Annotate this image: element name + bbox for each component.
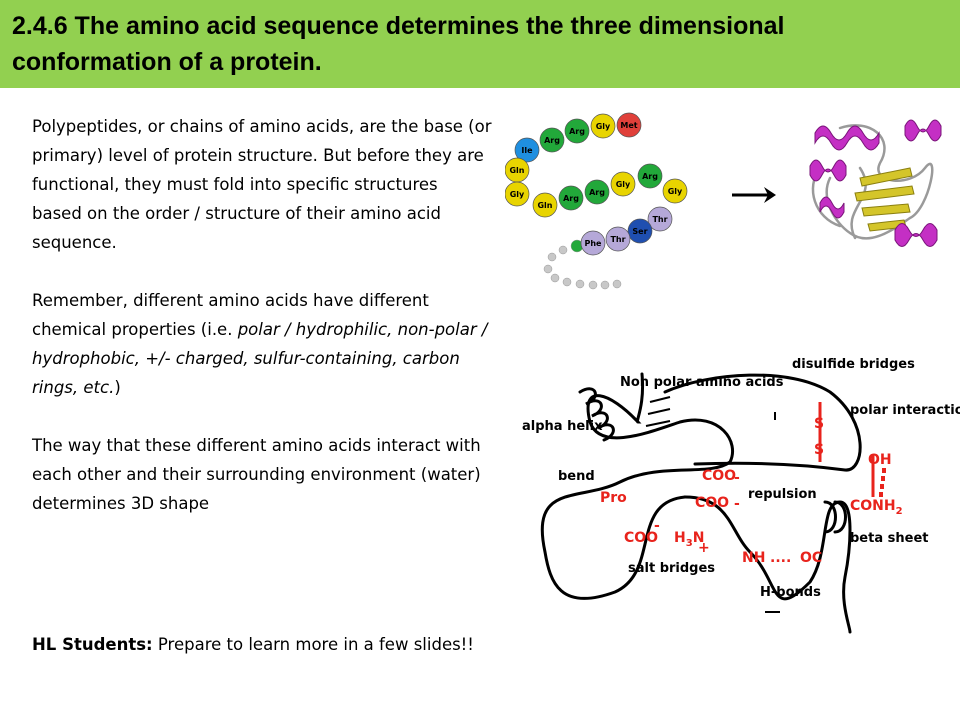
amino-acid-bead — [627, 218, 653, 244]
amino-acid-bead — [662, 178, 688, 204]
hl-text: Prepare to learn more in a few slides!! — [152, 635, 474, 654]
properties-examples: polar / hydrophilic, non-polar / hydroph… — [32, 320, 488, 397]
label-h3n-sub: 3 — [686, 538, 693, 549]
amino-acid-bead — [647, 206, 673, 232]
label-coo-left: COO — [624, 530, 658, 546]
fold-arrow-icon — [732, 187, 776, 203]
amino-acid-bead-label: Gly — [596, 122, 611, 131]
label-minus-mid: - — [734, 496, 740, 512]
amino-acid-bead-label: Ile — [521, 146, 533, 155]
label-alpha-helix: alpha helix — [522, 419, 603, 434]
amino-acid-bead — [616, 112, 642, 138]
label-coo-top: COO — [702, 468, 736, 484]
amino-acid-bead-label: Phe — [585, 239, 603, 248]
amino-acid-bead-label: Arg — [563, 194, 579, 203]
amino-acid-bead-label: Gly — [510, 190, 525, 199]
body-text: Polypeptides, or chains of amino acids, … — [32, 112, 492, 547]
label-repulsion: repulsion — [748, 487, 817, 502]
label-h3n: H3N — [674, 530, 704, 549]
amino-acid-bead — [564, 118, 590, 144]
label-sulfur-1: S — [814, 416, 824, 432]
label-oc: OC — [800, 550, 822, 566]
amino-acid-bead — [637, 163, 663, 189]
properties-lead: Remember, different amino acids have dif… — [32, 291, 429, 339]
slide-title: 2.4.6 The amino acid sequence determines… — [12, 12, 785, 76]
amino-acid-bead-label: Arg — [642, 172, 658, 181]
amino-acid-bead — [590, 113, 616, 139]
amino-acid-bead — [514, 137, 540, 163]
label-beta-sheet: beta sheet — [850, 531, 928, 546]
label-disulfide: disulfide bridges — [792, 357, 915, 372]
amino-acid-bead — [605, 226, 631, 252]
amino-acid-bead-label: Thr — [610, 235, 625, 244]
amino-acid-bead-label: Ser — [632, 227, 647, 236]
label-nonpolar: Non polar amino acids — [620, 375, 784, 390]
paragraph-properties: Remember, different amino acids have dif… — [32, 286, 492, 402]
amino-acid-bead-label: Met — [620, 121, 637, 130]
amino-acid-bead — [584, 179, 610, 205]
label-oh: OH — [868, 452, 892, 468]
label-pro: Pro — [600, 490, 627, 506]
label-sulfur-2: S — [814, 442, 824, 458]
label-coo-mid: COO — [695, 495, 729, 511]
paragraph-polypeptides: Polypeptides, or chains of amino acids, … — [32, 117, 492, 252]
folded-protein-ribbon-illustration — [809, 119, 942, 247]
hl-label: HL Students: — [32, 635, 153, 654]
label-minus-left: - — [654, 518, 660, 534]
amino-acid-bead — [532, 192, 558, 218]
title-bar: 2.4.6 The amino acid sequence determines… — [0, 0, 960, 88]
chain-tail-bead — [558, 245, 568, 255]
chain-tail-bead — [588, 280, 598, 290]
amino-acid-bead-label: Arg — [589, 188, 605, 197]
label-bend: bend — [558, 469, 595, 484]
label-polar: polar interactions — [850, 403, 960, 418]
chain-tail-bead — [612, 279, 622, 289]
paragraph-shape: The way that these different amino acids… — [32, 436, 481, 513]
amino-acid-bead-label: Gln — [537, 201, 552, 210]
tertiary-structure-diagram: Non polar amino acids disulfide bridges … — [522, 357, 960, 634]
amino-acid-bead-label: Arg — [569, 127, 585, 136]
label-conh2-main: CONH — [850, 498, 896, 514]
amino-acid-bead-label: Gly — [668, 187, 683, 196]
properties-tail: ) — [114, 378, 121, 397]
hl-note: HL Students: Prepare to learn more in a … — [32, 630, 492, 659]
chain-tail-bead — [575, 279, 585, 289]
chain-tail-bead — [550, 273, 560, 283]
label-conh2-sub: 2 — [896, 506, 903, 517]
amino-acid-bead — [580, 230, 606, 256]
amino-acid-bead — [505, 181, 530, 207]
chain-tail-bead — [547, 252, 557, 262]
chain-tail-bead — [562, 277, 572, 287]
label-h3n-n: N — [693, 530, 705, 546]
label-dots: .... — [770, 550, 791, 566]
label-plus: + — [698, 540, 710, 556]
label-h3n-h: H — [674, 530, 686, 546]
amino-acid-bead — [558, 185, 584, 211]
label-nh: NH — [742, 550, 765, 566]
chain-tail-bead — [600, 280, 610, 290]
amino-acid-bead — [610, 171, 636, 197]
amino-acid-bead-label: Gln — [509, 166, 524, 175]
amino-acid-bead-label: Thr — [652, 215, 667, 224]
chain-tail-bead — [543, 264, 553, 274]
label-h-bonds: H-bonds — [760, 585, 821, 600]
label-nonpolar-line: Non polar amino acids — [620, 375, 784, 390]
amino-acid-bead — [539, 127, 565, 153]
amino-acid-bead-label: Arg — [544, 136, 560, 145]
label-minus-top: - — [734, 470, 740, 486]
label-salt-bridges: salt bridges — [628, 561, 715, 576]
amino-acid-bead-label: Gly — [616, 180, 631, 189]
label-conh2: CONH2 — [850, 498, 903, 517]
